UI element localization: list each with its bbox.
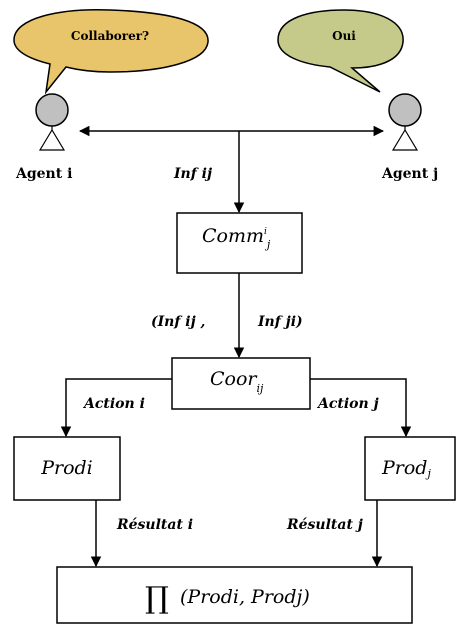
comm-box bbox=[176, 212, 303, 274]
label-action-j: Action j bbox=[316, 396, 379, 412]
agent-i-label: Agent i bbox=[15, 166, 72, 182]
speech-bubble-left-shape bbox=[13, 9, 209, 95]
comm-box-text: Commij bbox=[202, 225, 271, 251]
product-args: (Prodi, Prodj) bbox=[180, 586, 310, 608]
label-action-i: Action i bbox=[82, 396, 145, 412]
agent-j-body bbox=[391, 128, 419, 151]
agent-i-figure bbox=[35, 93, 69, 151]
agent-j-head bbox=[388, 93, 422, 127]
label-inf-ij: Inf ij bbox=[173, 166, 212, 182]
prod-i-box bbox=[13, 436, 121, 501]
prod-i-box-text: Prodi bbox=[40, 457, 93, 479]
coor-box-text: Coorij bbox=[210, 368, 264, 395]
arrow-to-prod-j bbox=[310, 378, 412, 438]
speech-bubble-right-shape bbox=[277, 9, 404, 93]
product-box bbox=[56, 566, 413, 624]
label-inf-pair-right: Inf ji) bbox=[257, 314, 303, 330]
prod-j-box bbox=[364, 436, 456, 501]
label-resultat-j: Résultat j bbox=[286, 517, 363, 533]
coor-box bbox=[171, 357, 311, 410]
speech-bubble-right: Oui bbox=[277, 9, 404, 93]
speech-bubble-left: Collaborer? bbox=[13, 9, 209, 95]
agent-j-label: Agent j bbox=[381, 166, 438, 182]
speech-bubble-right-text: Oui bbox=[332, 29, 356, 43]
agent-i-head bbox=[35, 93, 69, 127]
label-inf-pair-left: (Inf ij , bbox=[151, 314, 205, 330]
prod-j-box-text: Prodj bbox=[381, 457, 431, 480]
agent-j-figure bbox=[388, 93, 422, 151]
speech-bubble-left-text: Collaborer? bbox=[71, 29, 149, 43]
product-symbol: ∏ bbox=[145, 581, 169, 616]
agent-i-body bbox=[38, 128, 66, 151]
arrow-to-prod-i bbox=[60, 378, 172, 438]
label-resultat-i: Résultat i bbox=[116, 517, 193, 533]
